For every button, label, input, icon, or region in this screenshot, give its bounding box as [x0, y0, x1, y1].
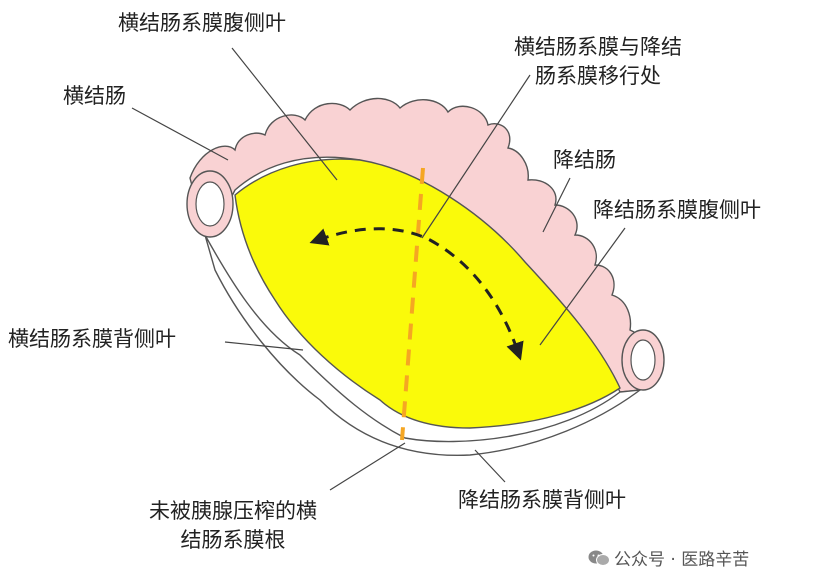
label-junction-line1: 横结肠系膜与降结	[514, 35, 682, 59]
label-root: 未被胰腺压榨的横 结肠系膜根	[128, 497, 338, 555]
label-root-line2: 结肠系膜根	[180, 528, 286, 552]
leader-lines	[131, 47, 626, 491]
label-junction-line2: 肠系膜移行处	[535, 64, 661, 88]
label-transverse-mesocolon-ventral: 横结肠系膜腹侧叶	[118, 11, 286, 35]
transverse-colon-lumen-inner	[195, 181, 225, 227]
transition-arrow	[309, 227, 524, 361]
wechat-icon	[588, 549, 610, 572]
watermark-text: 公众号 · 医路辛苦	[614, 550, 750, 570]
label-descending-mesocolon-dorsal: 降结肠系膜背侧叶	[458, 488, 626, 512]
descending-colon-lumen-inner	[630, 339, 656, 381]
label-transverse-colon: 横结肠	[63, 84, 126, 108]
label-transverse-mesocolon-dorsal: 横结肠系膜背侧叶	[8, 327, 176, 351]
label-root-line1: 未被胰腺压榨的横	[149, 499, 317, 523]
label-descending-mesocolon-ventral: 降结肠系膜腹侧叶	[593, 198, 761, 222]
label-descending-colon: 降结肠	[553, 148, 616, 172]
label-junction: 横结肠系膜与降结 肠系膜移行处	[488, 33, 708, 91]
watermark: 公众号 · 医路辛苦	[588, 545, 749, 572]
